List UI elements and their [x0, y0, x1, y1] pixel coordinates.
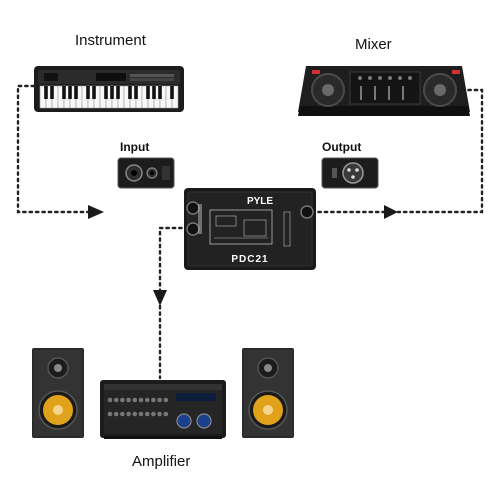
amp-knob — [126, 397, 131, 403]
amp-knob — [132, 397, 138, 403]
amp-knob — [151, 411, 156, 417]
amp-knob — [120, 411, 125, 417]
dj-mixer-icon — [298, 66, 470, 116]
keyboard-icon — [34, 66, 184, 112]
amp-knob — [163, 397, 169, 403]
black-key — [146, 86, 150, 99]
amplifier-label: Amplifier — [132, 453, 191, 470]
arrow-to-amplifier-icon — [153, 290, 167, 306]
amp-knob — [126, 411, 131, 417]
black-key — [128, 86, 132, 99]
arrow-to-device-icon — [88, 205, 104, 219]
black-key — [170, 86, 174, 99]
input-jack-icon — [117, 157, 175, 189]
instrument-label: Instrument — [75, 32, 146, 49]
amp-knob — [132, 411, 138, 417]
amp-knob — [163, 411, 169, 417]
black-key — [92, 86, 96, 99]
instrument-cable — [16, 84, 92, 214]
amplifier-icon — [100, 380, 226, 439]
amp-knob — [107, 397, 113, 403]
black-key — [44, 86, 48, 99]
mixer-label: Mixer — [355, 36, 392, 53]
black-key — [152, 86, 156, 99]
connection-lines — [16, 84, 484, 380]
output-xlr-icon — [321, 157, 379, 189]
amp-knob — [157, 397, 162, 403]
arrow-to-mixer-icon — [384, 205, 398, 219]
black-key — [62, 86, 66, 99]
di-box-icon — [184, 188, 316, 270]
black-key — [50, 86, 54, 99]
black-key — [104, 86, 108, 99]
black-key — [134, 86, 138, 99]
output-label: Output — [322, 140, 362, 154]
amp-knob — [113, 411, 119, 417]
arrowheads — [88, 205, 398, 306]
black-key — [110, 86, 114, 99]
di-box-model: PDC21 — [231, 254, 268, 265]
amp-knob — [113, 397, 119, 403]
black-key — [86, 86, 90, 99]
amp-knob — [138, 411, 144, 417]
black-key — [116, 86, 120, 99]
left-speaker-icon — [32, 348, 84, 438]
right-speaker-icon — [242, 348, 294, 438]
amp-knob — [138, 397, 144, 403]
black-key — [68, 86, 72, 99]
input-label: Input — [120, 140, 150, 154]
amp-knob — [120, 397, 125, 403]
black-key — [158, 86, 162, 99]
amp-knob — [151, 397, 156, 403]
mixer-cable — [396, 88, 484, 214]
di-box-brand: PYLE — [247, 196, 273, 207]
amplifier-cable — [158, 226, 190, 292]
amp-knob — [144, 411, 150, 417]
amp-knob — [144, 397, 150, 403]
amp-knob — [107, 411, 113, 417]
black-key — [74, 86, 78, 99]
amp-knob — [157, 411, 162, 417]
